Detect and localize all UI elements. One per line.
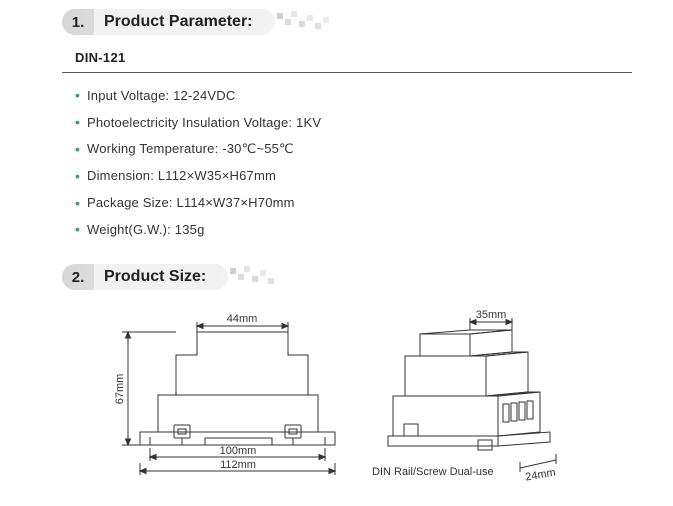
dim-label-100: 100mm [220, 445, 257, 457]
bullet-icon: • [75, 140, 81, 157]
spec-text: Working Temperature: -30℃~55℃ [87, 140, 294, 156]
dim-label-24: 24mm [524, 466, 556, 483]
section-pill: 2. Product Size: [62, 264, 229, 290]
spec-text: Photoelectricity Insulation Voltage: 1KV [87, 114, 322, 130]
spec-text: Input Voltage: 12-24VDC [87, 87, 236, 103]
bullet-icon: • [75, 114, 81, 131]
list-item: • Photoelectricity Insulation Voltage: 1K… [75, 109, 321, 136]
spec-list: • Input Voltage: 12-24VDC • Photoelectrici… [75, 82, 321, 243]
list-item: • Weight(G.W.): 135g [75, 216, 321, 243]
list-item: • Dimension: L112×W35×H67mm [75, 162, 321, 189]
section-pill: 1. Product Parameter: [62, 9, 275, 35]
bullet-icon: • [75, 194, 81, 211]
section-title: Product Size: [94, 264, 217, 290]
front-view [139, 331, 336, 446]
dim-label-67: 67mm [114, 374, 126, 405]
decorative-pixels-icon [276, 9, 333, 35]
divider [62, 72, 632, 73]
spec-text: Dimension: L112×W35×H67mm [87, 168, 277, 184]
bullet-icon: • [75, 221, 81, 238]
list-item: • Input Voltage: 12-24VDC [75, 82, 321, 109]
dim-label-44: 44mm [227, 313, 258, 325]
section-number: 2. [71, 268, 85, 286]
dim-label-35: 35mm [476, 309, 507, 321]
section-header-size: 2. Product Size: [62, 262, 286, 292]
mount-caption: DIN Rail/Screw Dual-use [372, 466, 494, 478]
section-header-parameter: 1. Product Parameter: [62, 7, 333, 37]
decorative-pixels-icon [230, 264, 286, 290]
bullet-icon: • [75, 87, 81, 104]
spec-text: Package Size: L114×W37×H70mm [87, 195, 295, 211]
section-title: Product Parameter: [94, 9, 263, 35]
side-view [387, 329, 551, 451]
dim-label-112: 112mm [220, 459, 256, 471]
list-item: • Package Size: L114×W37×H70mm [75, 189, 321, 216]
model-name: DIN-121 [75, 50, 126, 65]
bullet-icon: • [75, 167, 81, 184]
list-item: • Working Temperature: -30℃~55℃ [75, 136, 321, 163]
spec-text: Weight(G.W.): 135g [87, 221, 205, 237]
dimension-drawing: 44mm 67mm 100mm 112mm 35mm 24mm DIN Rail… [114, 309, 557, 484]
section-number: 1. [71, 13, 85, 31]
